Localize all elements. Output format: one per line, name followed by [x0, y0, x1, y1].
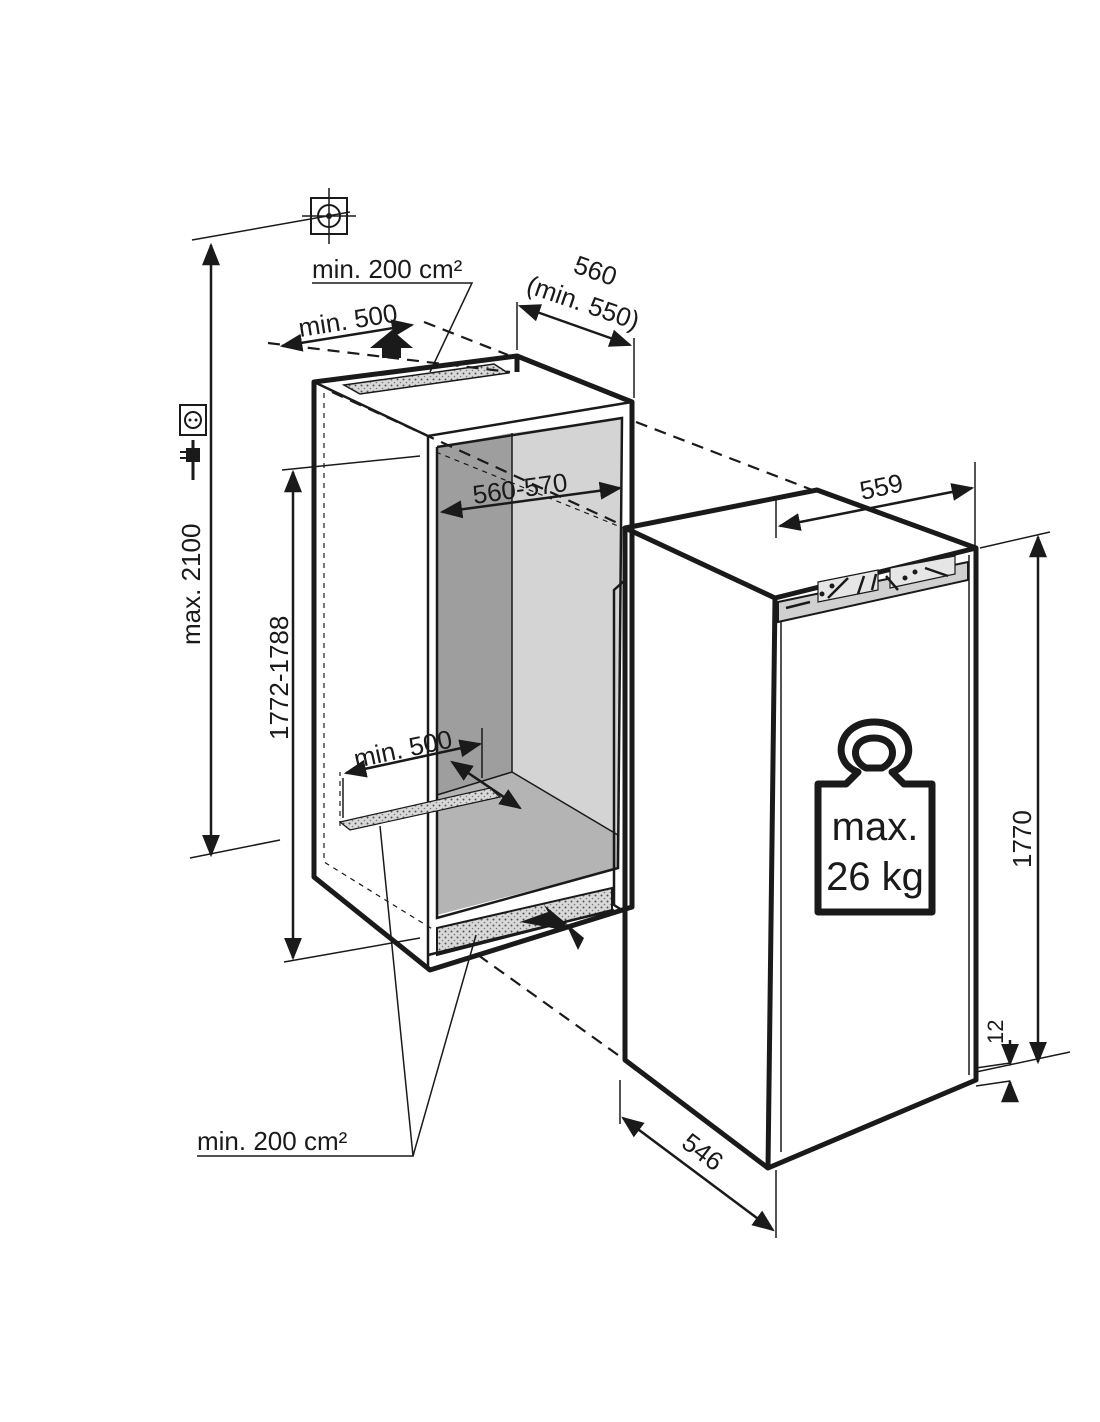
weight-line2: 26 kg: [826, 855, 924, 899]
weight-line1: max.: [832, 805, 919, 849]
label-bottom-vent-area: min. 200 cm²: [197, 1126, 348, 1156]
label-appliance-height: 1770: [1007, 810, 1037, 868]
fridge-appliance: [612, 487, 1011, 1171]
arrow-in-icon: [520, 905, 584, 950]
weight-icon: max. 26 kg: [814, 718, 936, 916]
niche-right-wall: [512, 418, 622, 835]
dimension-lines: [189, 211, 1071, 1238]
label-niche-height: 1772-1788: [264, 616, 294, 740]
top-vent-grille: [341, 363, 511, 395]
niche-cabinet: [311, 330, 635, 973]
control-panel: [777, 555, 969, 624]
label-max-height: max. 2100: [176, 524, 206, 645]
label-plinth-gap: 12: [983, 1020, 1008, 1044]
plug-icon: [180, 440, 200, 480]
socket-icon: [179, 404, 207, 436]
arrow-up-icon: [370, 330, 413, 358]
label-top-vent-area: min. 200 cm²: [312, 254, 463, 284]
crosshair-icon: [302, 188, 356, 244]
niche-back-wall: [437, 433, 512, 795]
label-appliance-width: 559: [857, 468, 906, 506]
